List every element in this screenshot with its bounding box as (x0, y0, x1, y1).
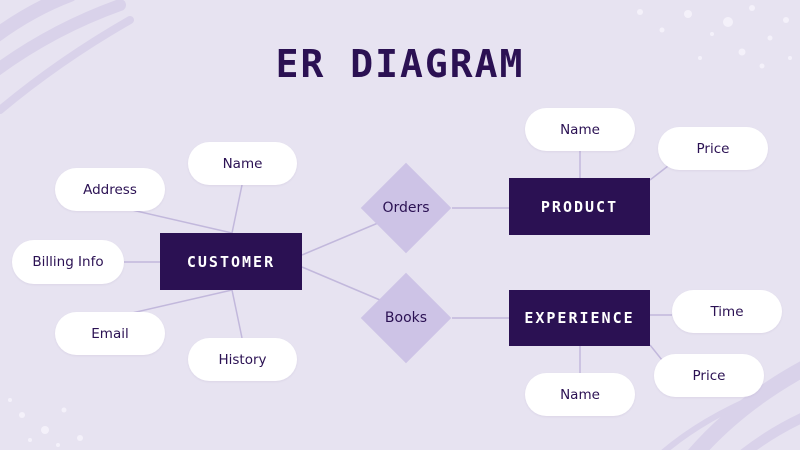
attribute-experience-name: Name (525, 373, 635, 416)
attribute-customer-billing-info: Billing Info (12, 240, 124, 284)
attribute-customer-history: History (188, 338, 297, 381)
connector-product-price (649, 165, 669, 181)
attribute-product-price: Price (658, 127, 768, 170)
connector-customer-orders (301, 222, 379, 256)
entity-experience: EXPERIENCE (509, 290, 650, 346)
relationship-label: Orders (382, 200, 430, 216)
connector-customer-history (231, 289, 243, 339)
attribute-experience-price: Price (654, 354, 764, 397)
dots-bottom-left (8, 398, 83, 447)
attribute-customer-email: Email (55, 312, 165, 355)
relationship-label: Books (384, 310, 428, 326)
connector-experience-price (649, 344, 663, 361)
entity-product: PRODUCT (509, 178, 650, 235)
relationship-orders: Orders (360, 162, 452, 254)
dots-top-right (637, 5, 792, 69)
attribute-customer-address: Address (55, 168, 165, 211)
brush-stroke-bottom-right (661, 361, 800, 450)
brush-stroke-top-left (0, 0, 134, 114)
connector-customer-name (231, 184, 243, 234)
relationship-books: Books (360, 272, 452, 364)
attribute-experience-time: Time (672, 290, 782, 333)
attribute-customer-name: Name (188, 142, 297, 185)
connector-customer-books (301, 266, 381, 301)
diagram-title: ER DIAGRAM (275, 42, 525, 86)
entity-customer: CUSTOMER (160, 233, 302, 290)
attribute-product-name: Name (525, 108, 635, 151)
